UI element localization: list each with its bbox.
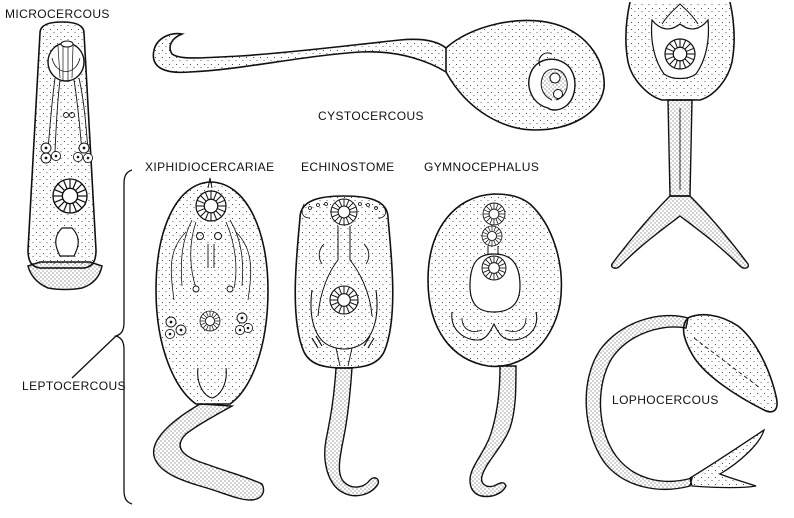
label-lophocercous: LOPHOCERCOUS [612, 394, 719, 406]
gymnocephalus-cercaria [428, 194, 561, 496]
label-microcercous: MICROCERCOUS [5, 8, 110, 20]
label-gymnocephalus: GYMNOCEPHALUS [424, 161, 539, 173]
furcocercous-cercaria [612, 2, 749, 268]
label-leptocercous: LEPTOCERCOUS [22, 380, 126, 392]
echinostome-cercaria [295, 196, 393, 496]
xiphidiocercaria [154, 178, 268, 500]
label-cystocercous: CYSTOCERCOUS [318, 110, 424, 122]
label-xiphidiocercariae: XIPHIDIOCERCARIAE [145, 161, 275, 173]
microcercous-cercaria [28, 22, 102, 290]
label-echinostome: ECHINOSTOME [301, 161, 395, 173]
